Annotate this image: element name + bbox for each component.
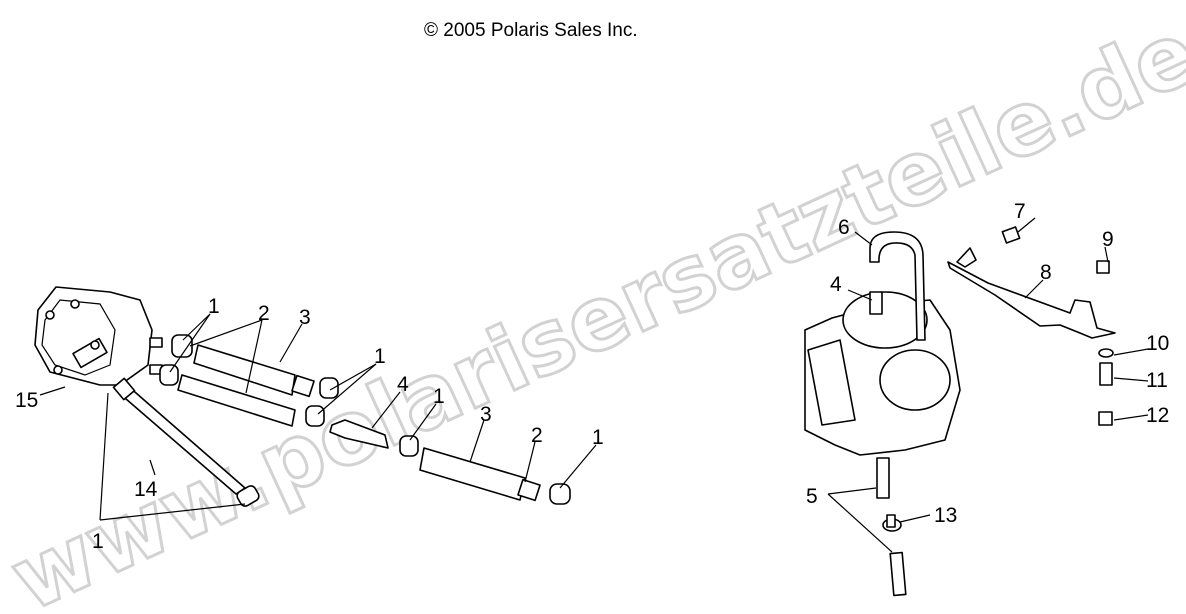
leader-lines-left (39, 313, 597, 521)
callout-12: 12 (1146, 404, 1169, 427)
callout-2: 2 (258, 302, 270, 325)
carburetor (804, 231, 961, 456)
callout-5: 5 (806, 485, 818, 508)
callout-6: 6 (838, 216, 850, 239)
callout-4: 4 (397, 373, 409, 396)
callout-3: 3 (299, 306, 311, 329)
callout-1: 1 (374, 345, 386, 368)
callout-1: 1 (592, 426, 604, 449)
callout-9: 9 (1102, 228, 1114, 251)
callout-14: 14 (134, 478, 158, 501)
callout-7: 7 (1014, 200, 1026, 223)
callout-15: 15 (15, 389, 38, 412)
callout-1: 1 (433, 385, 445, 408)
callout-3: 3 (480, 403, 492, 426)
callout-4: 4 (830, 273, 842, 296)
leader-lines-right (827, 217, 1149, 553)
callout-8: 8 (1040, 261, 1052, 284)
callout-1: 1 (208, 295, 220, 318)
fuel-hoses (112, 334, 571, 507)
callout-10: 10 (1146, 332, 1169, 355)
callout-labels-left: 1 2 3 1 4 1 3 2 1 15 14 1 (15, 295, 604, 553)
fuel-pump (34, 286, 153, 386)
mount-bracket (876, 226, 1116, 597)
callout-2: 2 (531, 424, 543, 447)
callout-labels-right: 6 7 9 4 8 10 11 12 5 13 (806, 200, 1169, 527)
callout-13: 13 (934, 504, 957, 527)
copyright-text: © 2005 Polaris Sales Inc. (424, 20, 638, 41)
callout-11: 11 (1146, 369, 1168, 392)
callout-1: 1 (92, 530, 104, 553)
